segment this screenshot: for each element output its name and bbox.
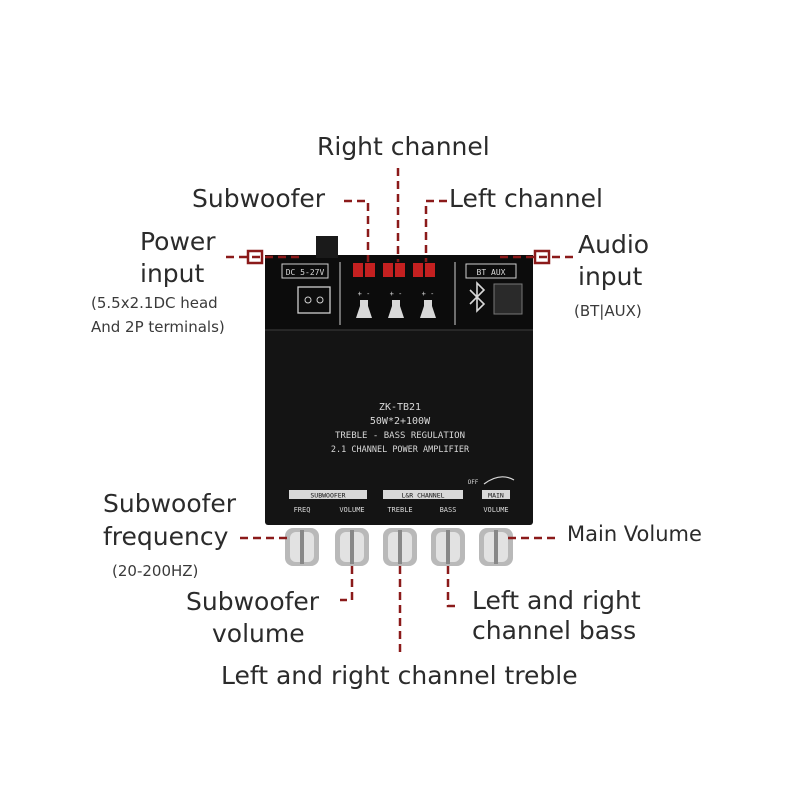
label-power-input-2: input	[140, 259, 205, 288]
knob-group-subwoofer: SUBWOOFER	[310, 492, 345, 500]
knob-bass-label: BASS	[440, 506, 457, 514]
label-power-input-note-1: (5.5x2.1DC head	[91, 294, 218, 312]
label-sub-volume-2: volume	[212, 619, 305, 648]
leader-lines	[226, 168, 578, 654]
label-main-volume: Main Volume	[567, 522, 702, 546]
label-lr-treble: Left and right channel treble	[221, 661, 578, 690]
label-sub-frequency-note: (20-200HZ)	[112, 562, 199, 580]
knob-group-lr: L&R CHANNEL	[401, 492, 444, 500]
label-lr-bass-1: Left and right	[472, 586, 641, 615]
label-sub-frequency-1: Subwoofer	[103, 489, 237, 518]
board-model: ZK-TB21	[379, 402, 421, 413]
label-left-channel: Left channel	[449, 184, 603, 213]
knob-sub-volume	[335, 528, 369, 566]
audio-silkscreen: BT AUX	[477, 268, 506, 277]
board-regulation: TREBLE - BASS REGULATION	[335, 431, 465, 441]
svg-text:+ -: + -	[422, 290, 435, 298]
knob-bass	[431, 528, 465, 566]
knob-treble	[383, 528, 417, 566]
svg-text:+ -: + -	[358, 290, 371, 298]
speaker-icons	[356, 300, 436, 318]
knob-main-volume	[479, 528, 513, 566]
label-sub-volume-1: Subwoofer	[186, 587, 320, 616]
label-right-channel: Right channel	[317, 132, 490, 161]
label-power-input-note-2: And 2P terminals)	[91, 318, 225, 336]
knob-main-volume-label: VOLUME	[483, 506, 508, 514]
label-sub-frequency-2: frequency	[103, 522, 229, 551]
dc-jack	[297, 286, 331, 314]
label-audio-input-note: (BT|AUX)	[574, 302, 642, 320]
knob-sub-freq	[285, 528, 319, 566]
label-audio-input-2: input	[578, 262, 643, 291]
label-lr-bass-2: channel bass	[472, 616, 637, 645]
svg-text:+ -: + -	[390, 290, 403, 298]
knobs	[285, 528, 513, 566]
speaker-terminals	[353, 263, 435, 277]
bluetooth-icon	[469, 281, 486, 313]
board-power-rating: 50W*2+100W	[370, 416, 431, 427]
aux-jack	[493, 283, 523, 315]
label-subwoofer: Subwoofer	[192, 184, 326, 213]
power-switch	[316, 236, 338, 258]
knob-volume-label: VOLUME	[339, 506, 364, 514]
board-description: 2.1 CHANNEL POWER AMPLIFIER	[331, 445, 470, 455]
knob-treble-label: TREBLE	[387, 506, 412, 514]
label-audio-input-1: Audio	[578, 230, 650, 259]
knob-freq-label: FREQ	[294, 506, 311, 514]
label-power-input-1: Power	[140, 227, 216, 256]
knob-group-main: MAIN	[488, 492, 504, 500]
power-silkscreen: DC 5-27V	[286, 268, 325, 277]
knob-off-label: OFF	[468, 479, 479, 486]
